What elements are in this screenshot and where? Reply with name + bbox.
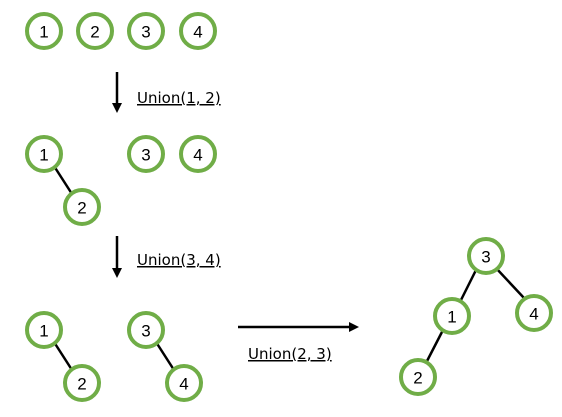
stage1-node-1: 1	[25, 12, 63, 50]
node-label: 2	[77, 375, 86, 394]
final-node-4: 4	[515, 294, 553, 332]
node-label: 1	[39, 322, 48, 341]
operation-label: Union(2, 3)	[248, 345, 332, 363]
stage-1-initial-sets: 1 2 3 4	[25, 12, 217, 50]
step-union-3-4: Union(3, 4)	[112, 236, 221, 278]
node-label: 3	[141, 146, 150, 165]
stage3-node-1: 1	[25, 311, 63, 349]
stage2-node-2: 2	[63, 188, 101, 226]
node-label: 3	[141, 23, 150, 42]
node-label: 4	[529, 305, 538, 324]
step-union-2-3: Union(2, 3)	[238, 322, 359, 363]
operation-label: Union(1, 2)	[137, 89, 221, 107]
node-label: 1	[39, 23, 48, 42]
stage1-node-2: 2	[76, 12, 114, 50]
node-label: 2	[413, 369, 422, 388]
final-node-1: 1	[433, 297, 471, 335]
tree-edge-1-2	[52, 341, 74, 371]
tree-edge-3-1	[459, 267, 479, 301]
node-label: 2	[77, 199, 86, 218]
stage2-node-3: 3	[127, 135, 165, 173]
tree-edge-3-4	[495, 267, 525, 299]
node-label: 2	[90, 23, 99, 42]
stage3-node-4: 4	[165, 364, 203, 402]
tree-edge-1-2	[424, 329, 445, 364]
final-node-2: 2	[399, 358, 437, 396]
stage-2-sets: 1 2 3 4	[25, 135, 217, 226]
final-node-3: 3	[467, 237, 505, 275]
node-label: 1	[39, 146, 48, 165]
stage3-node-2: 2	[63, 364, 101, 402]
node-label: 3	[141, 322, 150, 341]
node-label: 4	[193, 23, 202, 42]
operation-label: Union(3, 4)	[137, 251, 221, 269]
node-label: 4	[179, 375, 188, 394]
step-union-1-2: Union(1, 2)	[112, 72, 221, 113]
node-label: 3	[481, 248, 490, 267]
node-label: 4	[193, 146, 202, 165]
stage1-node-3: 3	[127, 12, 165, 50]
tree-edge-1-2	[52, 165, 74, 195]
stage1-node-4: 4	[179, 12, 217, 50]
stage-3-sets: 1 2 3 4	[25, 311, 203, 402]
stage3-node-3: 3	[127, 311, 165, 349]
node-label: 1	[447, 308, 456, 327]
stage2-node-1: 1	[25, 135, 63, 173]
tree-edge-3-4	[154, 341, 176, 371]
stage2-node-4: 4	[179, 135, 217, 173]
stage-4-final-tree: 3 1 4 2	[399, 237, 553, 396]
